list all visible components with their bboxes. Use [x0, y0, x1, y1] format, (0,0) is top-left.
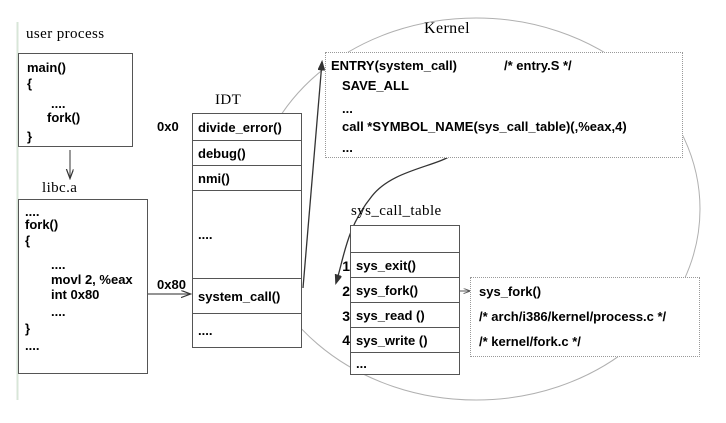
libc-code-dots1: ....: [25, 204, 40, 219]
entry-line-comment: /* entry.S */: [504, 58, 572, 73]
sys-call-table-row-sys-write: sys_write (): [351, 328, 459, 353]
idt-row-divide-error: divide_error(): [193, 114, 301, 141]
entry-line-entry: ENTRY(system_call): [331, 58, 457, 73]
libc-code-open: {: [25, 233, 31, 248]
user-code-close: }: [27, 129, 33, 144]
sys-call-table-index-2: 2: [342, 283, 350, 299]
libc-code-int80: int 0x80: [51, 287, 100, 302]
entry-line-call: call *SYMBOL_NAME(sys_call_table)(,%eax,…: [342, 119, 627, 134]
libc-code-movl: movl 2, %eax: [51, 272, 133, 287]
idt-row-gap: ....: [193, 191, 301, 279]
sys-call-table-row-sys-exit: sys_exit(): [351, 253, 459, 278]
idt-row-system-call: system_call(): [193, 279, 301, 314]
sys-fork-detail-title: sys_fork(): [479, 284, 542, 299]
libc-code-dots3: ....: [51, 304, 66, 319]
sys-fork-detail-path-fork: /* kernel/fork.c */: [479, 334, 581, 349]
idt-row-more: ....: [198, 323, 213, 338]
libc-code-dots2: ....: [51, 257, 66, 272]
sys-call-table-row-more: ...: [356, 356, 367, 371]
arrow-idt-to-entry: [302, 62, 322, 289]
idt-row-nmi: nmi(): [193, 166, 301, 191]
idt-label: IDT: [215, 92, 242, 108]
idt-addr-0x0: 0x0: [157, 119, 179, 134]
libc-code-fork: fork(): [25, 217, 59, 232]
user-process-box: main() { .... fork() }: [18, 53, 133, 147]
user-code-dots: ....: [51, 96, 66, 111]
sys-call-table-index-4: 4: [342, 332, 350, 348]
user-process-label: user process: [26, 26, 105, 42]
user-code-main: main(): [27, 60, 66, 75]
idt-box: divide_error() debug() nmi() .... system…: [192, 113, 302, 348]
sys-fork-detail-path-process: /* arch/i386/kernel/process.c */: [479, 309, 667, 324]
sys-call-table-row-sys-read: sys_read (): [351, 303, 459, 328]
sys-call-table-row-empty: [351, 226, 459, 253]
sys-fork-detail-box: sys_fork() /* arch/i386/kernel/process.c…: [470, 277, 700, 357]
sys-call-table-index-1: 1: [342, 258, 350, 274]
idt-addr-0x80: 0x80: [157, 277, 186, 292]
kernel-entry-box: ENTRY(system_call) /* entry.S */ SAVE_AL…: [325, 52, 683, 158]
kernel-label: Kernel: [424, 20, 470, 37]
entry-line-dots1: ...: [342, 101, 353, 116]
user-code-open: {: [27, 76, 33, 91]
sys-call-table-row-sys-fork: sys_fork(): [351, 278, 459, 303]
sys-call-table-label: sys_call_table: [351, 203, 442, 219]
libc-label: libc.a: [42, 180, 78, 196]
libc-code-dots4: ....: [25, 338, 40, 353]
sys-call-table-box: sys_exit() sys_fork() sys_read () sys_wr…: [350, 225, 460, 375]
entry-line-saveall: SAVE_ALL: [342, 78, 409, 93]
idt-row-debug: debug(): [193, 141, 301, 166]
user-code-fork: fork(): [47, 110, 81, 125]
libc-code-close: }: [25, 321, 31, 336]
sys-call-table-index-3: 3: [342, 308, 350, 324]
entry-line-dots2: ...: [342, 140, 353, 155]
libc-box: .... fork() { .... movl 2, %eax int 0x80…: [18, 199, 148, 374]
